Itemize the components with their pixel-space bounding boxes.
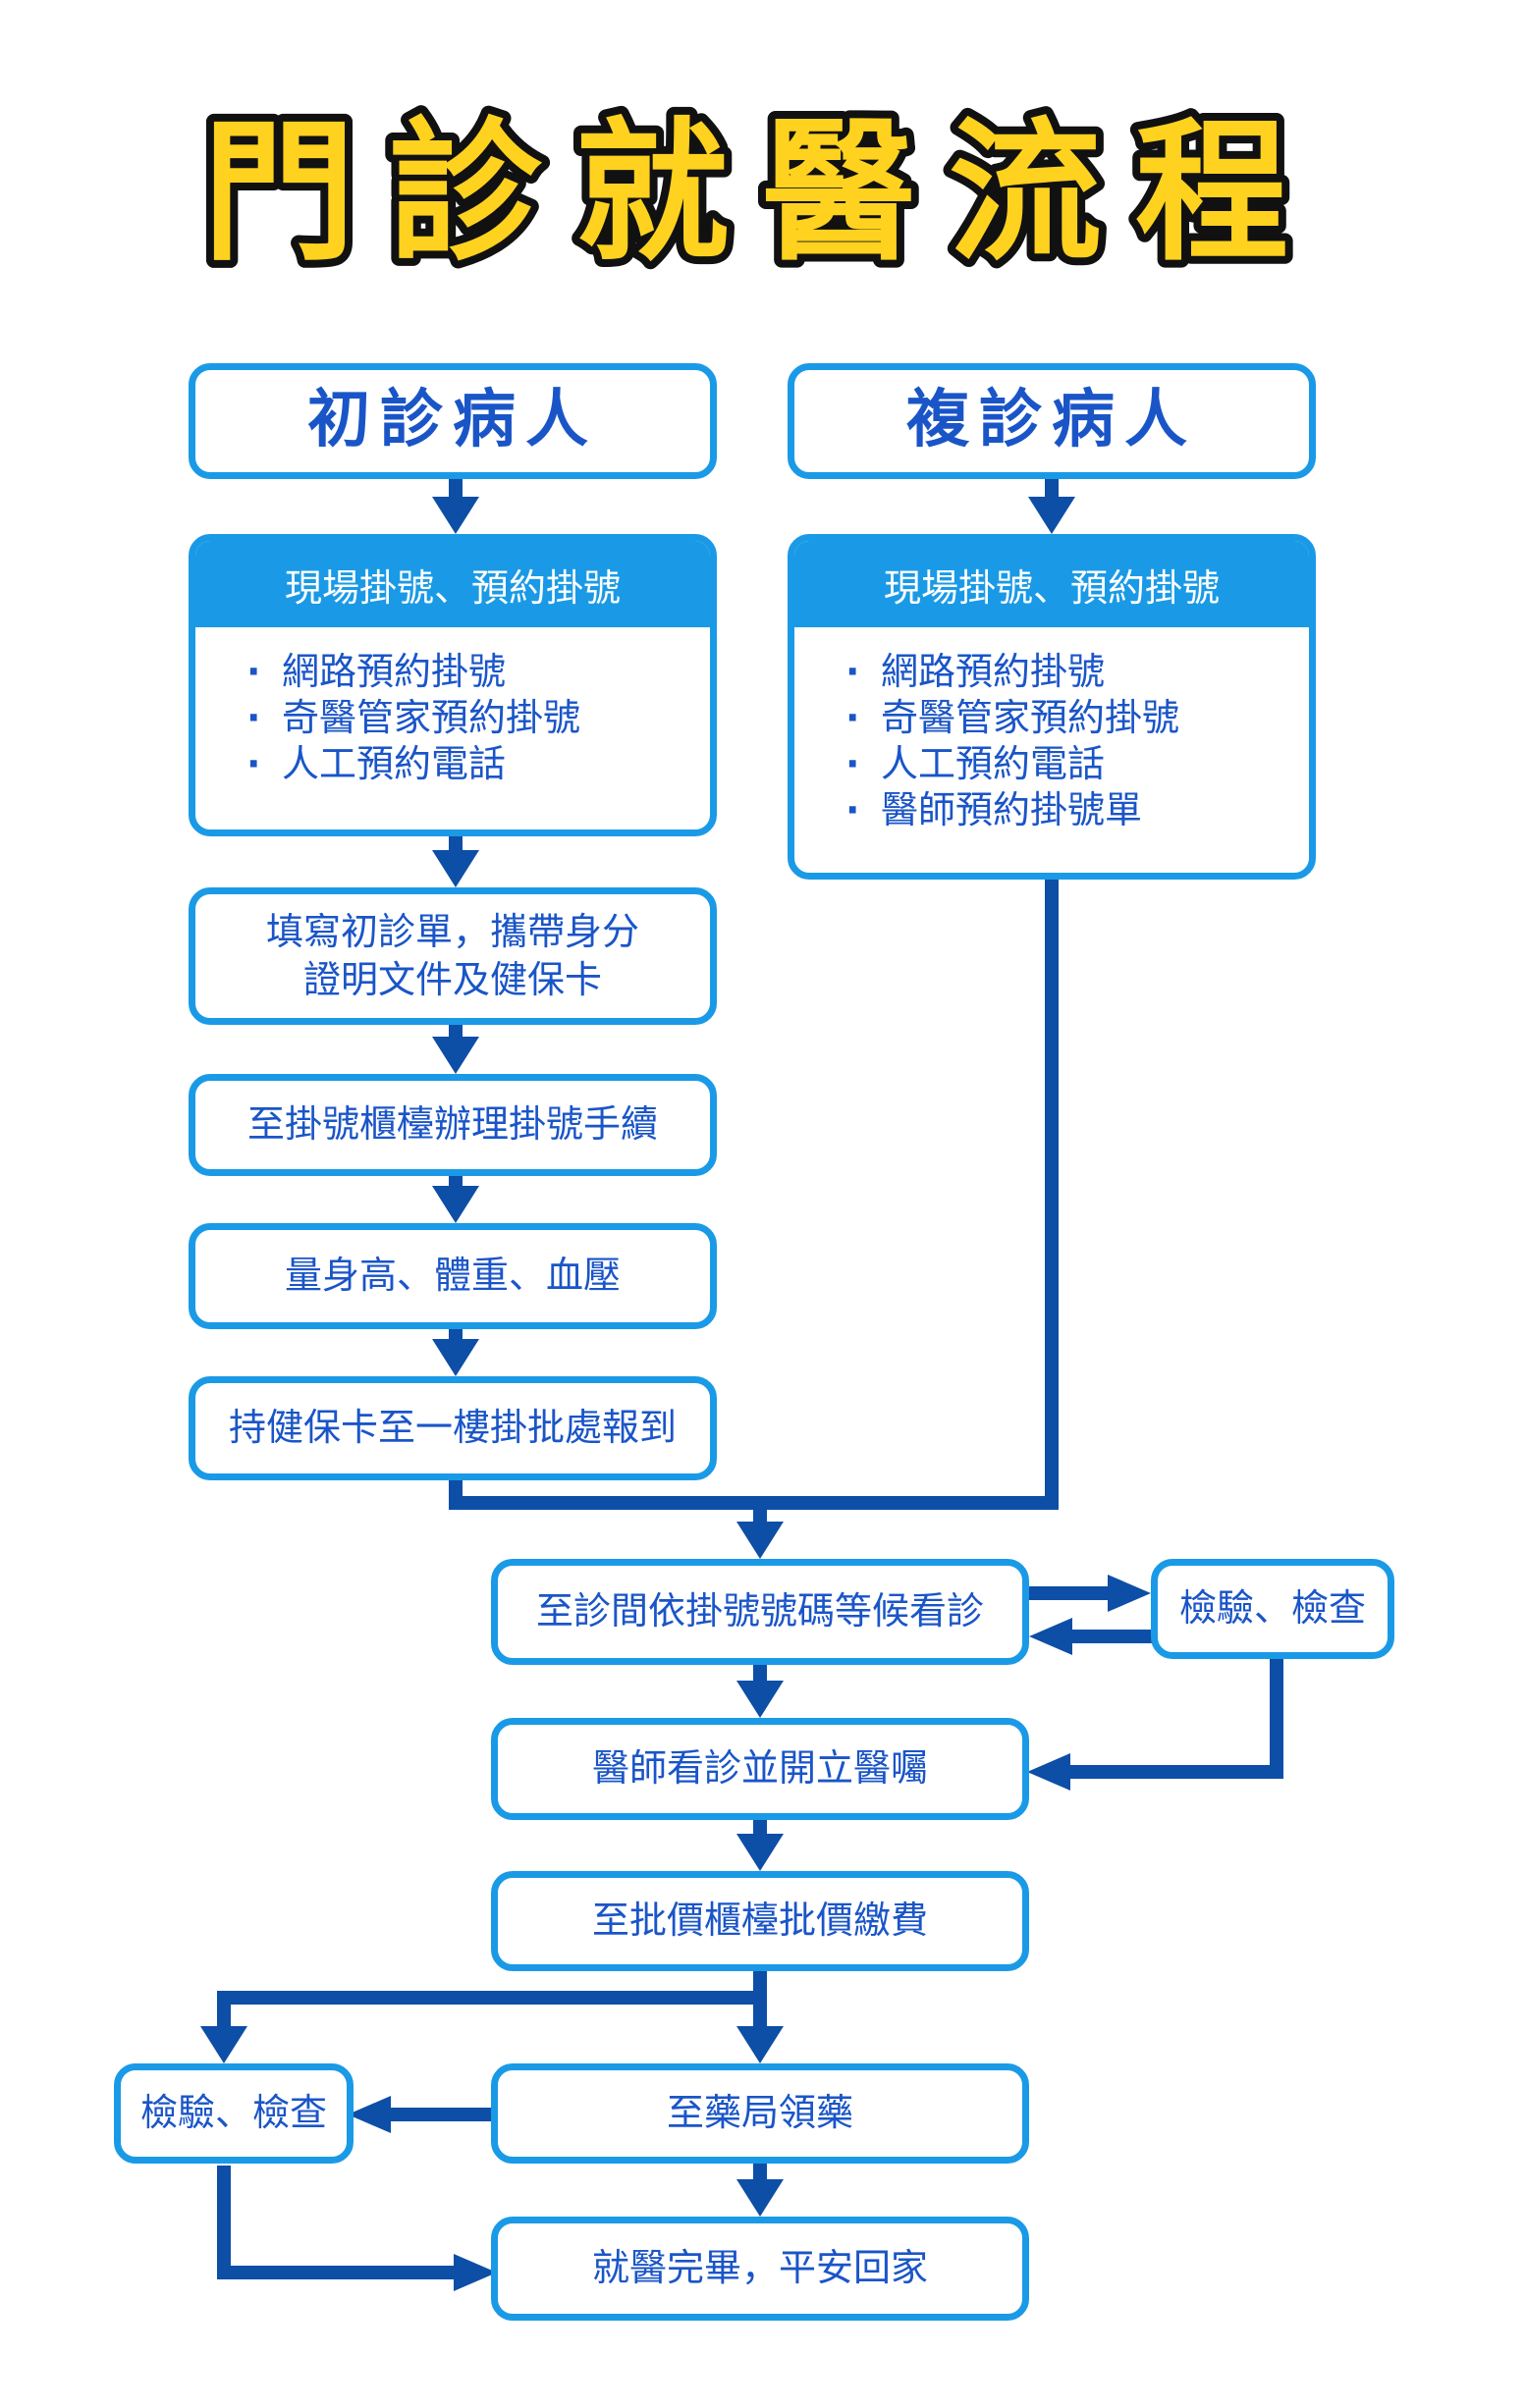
step-fill-form-line1: 填寫初診單，攜帶身分: [265, 909, 639, 953]
step-register-label: 至掛號櫃檯辦理掛號手續: [246, 1102, 658, 1147]
step-register-at-counter: 至掛號櫃檯辦理掛號手續: [189, 1074, 717, 1176]
list-item: 奇醫管家預約掛號: [794, 695, 1309, 741]
title-text: 門診就醫流程: [202, 103, 1322, 282]
step-fill-first-visit-form: 填寫初診單，攜帶身分 證明文件及健保卡: [189, 887, 717, 1025]
step-done-go-home: 就醫完畢，平安回家: [491, 2217, 1029, 2321]
return-visit-registration-card: 現場掛號、預約掛號 網路預約掛號 奇醫管家預約掛號 人工預約電話 醫師預約掛號單: [788, 534, 1316, 880]
step-lab-exam-2: 檢驗、檢查: [114, 2063, 354, 2164]
return-visit-header: 複診病人: [788, 363, 1316, 479]
step-pharmacy: 至藥局領藥: [491, 2063, 1029, 2164]
arrow-head: [432, 497, 479, 534]
step-check-in: 持健保卡至一樓掛批處報到: [189, 1376, 717, 1480]
step-lab-exam: 檢驗、檢查: [1151, 1559, 1394, 1659]
step-done-label: 就醫完畢，平安回家: [591, 2246, 928, 2290]
first-visit-registration-card: 現場掛號、預約掛號 網路預約掛號 奇醫管家預約掛號 人工預約電話: [189, 534, 717, 836]
step-doctor-consultation: 醫師看診並開立醫囑: [491, 1718, 1029, 1820]
first-visit-registration-list: 網路預約掛號 奇醫管家預約掛號 人工預約電話: [195, 627, 710, 787]
step-pharmacy-label: 至藥局領藥: [666, 2091, 853, 2135]
list-item: 網路預約掛號: [794, 649, 1309, 695]
step-lab-exam-label: 檢驗、檢查: [1178, 1586, 1366, 1631]
step-measure-vitals: 量身高、體重、血壓: [189, 1223, 717, 1329]
title-outline: 門診就醫流程: [202, 103, 1322, 282]
step-check-in-label: 持健保卡至一樓掛批處報到: [228, 1406, 677, 1450]
step-fill-form-line2: 證明文件及健保卡: [302, 958, 602, 1001]
list-item: 醫師預約掛號單: [794, 787, 1309, 833]
list-item: 人工預約電話: [195, 741, 710, 787]
first-visit-card-title: 現場掛號、預約掛號: [195, 541, 710, 627]
return-visit-card-title: 現場掛號、預約掛號: [794, 541, 1309, 627]
return-visit-header-label: 複診病人: [906, 384, 1197, 457]
first-visit-header: 初診病人: [189, 363, 717, 479]
first-visit-header-label: 初診病人: [307, 384, 598, 457]
step-wait-label: 至診間依掛號號碼等候看診: [535, 1589, 984, 1633]
step-wait-for-consultation: 至診間依掛號號碼等候看診: [491, 1559, 1029, 1665]
step-doctor-label: 醫師看診並開立醫囑: [591, 1746, 928, 1791]
arrow-shaft: [449, 479, 463, 508]
list-item: 人工預約電話: [794, 741, 1309, 787]
return-visit-registration-list: 網路預約掛號 奇醫管家預約掛號 人工預約電話 醫師預約掛號單: [794, 627, 1309, 833]
step-billing-payment: 至批價櫃檯批價繳費: [491, 1871, 1029, 1971]
step-measure-label: 量身高、體重、血壓: [284, 1254, 621, 1298]
step-billing-label: 至批價櫃檯批價繳費: [591, 1899, 928, 1943]
page-title: 門診就醫流程 門診就醫流程: [194, 95, 1322, 290]
list-item: 奇醫管家預約掛號: [195, 695, 710, 741]
list-item: 網路預約掛號: [195, 649, 710, 695]
step-lab-exam-2-label: 檢驗、檢查: [139, 2091, 327, 2135]
